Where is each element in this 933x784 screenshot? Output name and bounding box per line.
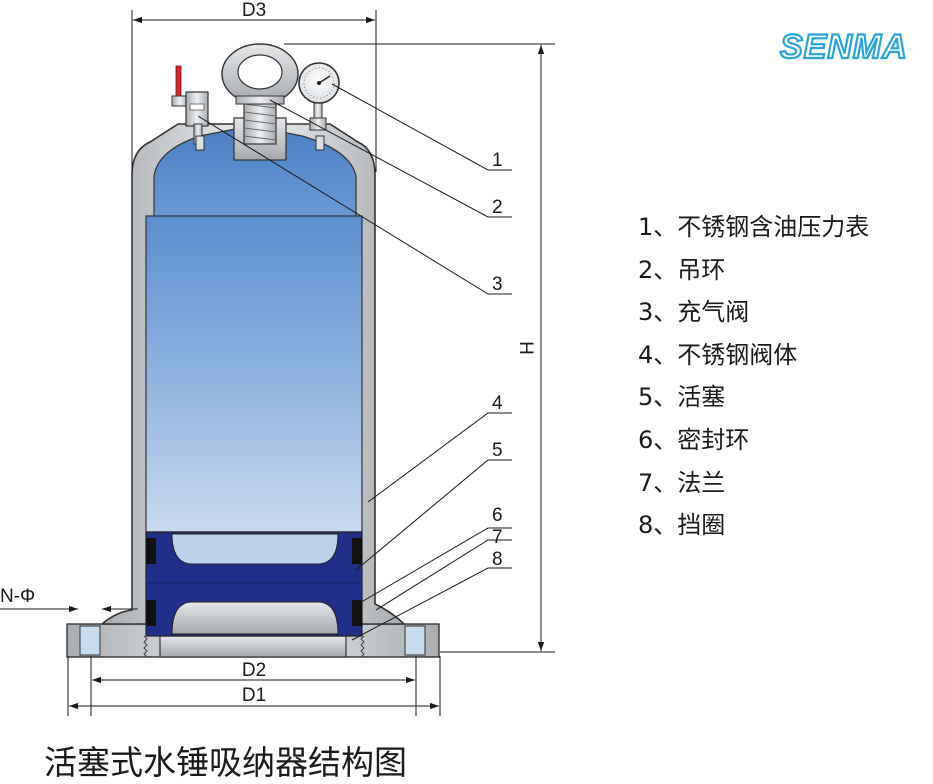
pressure-gauge (298, 62, 340, 131)
legend-item: 4、不锈钢阀体 (638, 340, 798, 369)
legend-item: 7、法兰 (638, 468, 726, 497)
legend-item: 6、密封环 (638, 425, 750, 454)
callout-2: 2 (492, 197, 503, 218)
top-screws (195, 135, 325, 151)
dim-label-d3: D3 (242, 0, 266, 21)
charging-valve (171, 65, 209, 145)
seal-rings (146, 538, 362, 626)
dimension-lines (0, 10, 555, 716)
retaining-ring-threads (143, 635, 365, 658)
leader-lines (197, 83, 512, 641)
callout-3: 3 (492, 274, 503, 295)
piston (145, 531, 363, 637)
dim-label-d2: D2 (242, 660, 266, 681)
flange (66, 623, 440, 658)
callout-7: 7 (492, 527, 503, 548)
legend-item: 2、吊环 (638, 255, 726, 284)
parts-legend: 1、不锈钢含油压力表 2、吊环 3、充气阀 4、不锈钢阀体 5、活塞 6、密封环… (638, 206, 869, 547)
callout-6: 6 (492, 505, 503, 526)
legend-item: 1、不锈钢含油压力表 (638, 213, 870, 241)
gas-chamber (145, 215, 363, 533)
diagram-caption: 活塞式水锤吸纳器结构图 (44, 743, 407, 782)
senma-logo: SENMA (780, 28, 908, 66)
lifting-ring (221, 43, 299, 145)
legend-item: 3、充气阀 (638, 298, 750, 327)
legend-item: 8、挡圈 (638, 511, 726, 540)
dim-label-n-phi: N-Φ (0, 586, 35, 607)
dim-label-h: H (515, 341, 536, 355)
callout-numbers: 1 2 3 4 5 6 7 8 (492, 150, 503, 570)
callout-8: 8 (492, 549, 503, 570)
callout-5: 5 (492, 440, 503, 461)
dim-label-d1: D1 (242, 685, 266, 706)
callout-1: 1 (492, 150, 503, 171)
legend-item: 5、活塞 (638, 383, 726, 412)
callout-4: 4 (492, 393, 503, 414)
